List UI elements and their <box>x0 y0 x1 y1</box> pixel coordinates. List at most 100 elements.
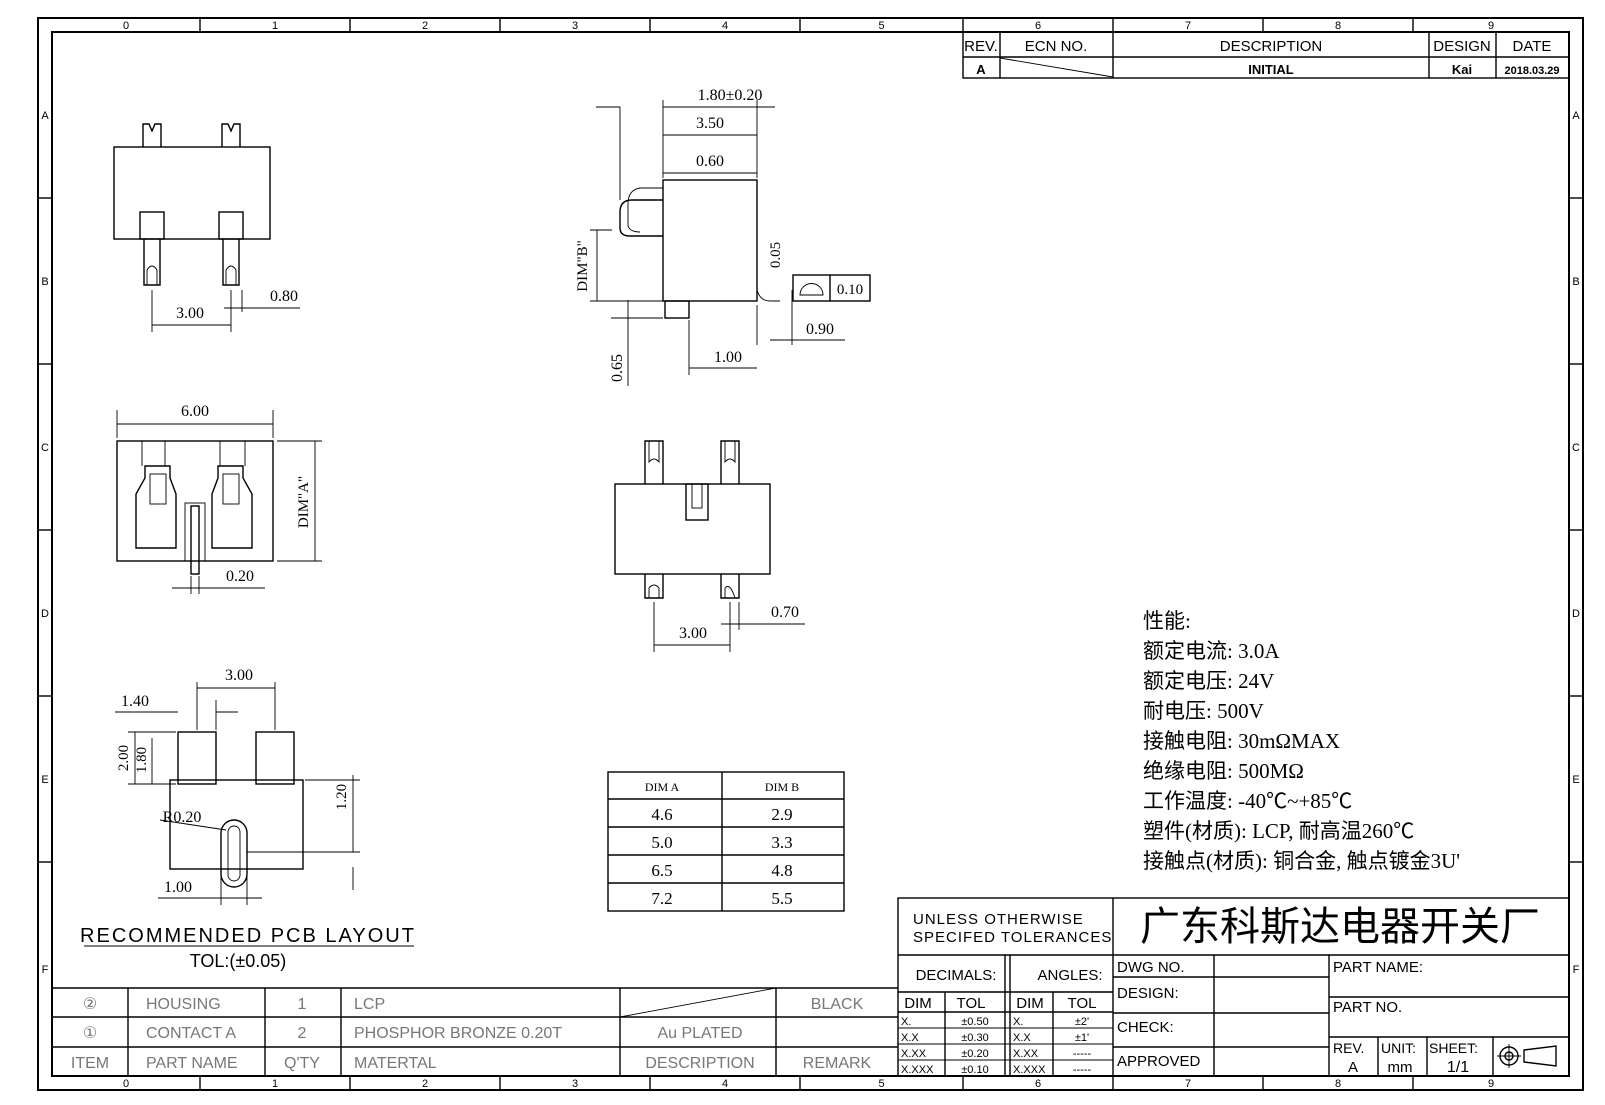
decimal-dim: X.X <box>901 1032 919 1044</box>
pcb-layout: 3.00 1.40 2.00 1.80 1.20 R0.20 1.00 RECO… <box>80 667 414 971</box>
angles-label: ANGLES: <box>1037 967 1102 984</box>
zone-col-bottom-4: 4 <box>722 1078 728 1090</box>
top-view: 3.00 0.80 <box>113 123 300 332</box>
pcb-radius-dim: R0.20 <box>163 809 202 826</box>
side-standoff-dim: 0.65 <box>609 354 626 382</box>
dim-b-value: 2.9 <box>771 805 792 824</box>
decimals-label: DECIMALS: <box>916 967 997 984</box>
dim-b-header: DIM B <box>765 780 799 794</box>
bom-item-number: ① <box>83 1025 97 1042</box>
side-inner-dim: 0.60 <box>696 153 724 170</box>
side-flat-tolerance: 0.10 <box>837 282 863 298</box>
zone-row-left-F: F <box>42 964 49 976</box>
designer-value: Kai <box>1452 62 1472 77</box>
projection-symbol-icon <box>1497 1044 1557 1068</box>
spec-line: 性能: <box>1143 609 1191 633</box>
title-block: UNLESS OTHERWISE SPECIFED TOLERANCES 广东科… <box>897 897 1570 1077</box>
pcb-pitch-dim: 3.00 <box>225 667 253 684</box>
zone-row-right-B: B <box>1572 276 1579 288</box>
angle-dim: X.XX <box>1013 1048 1039 1060</box>
zone-row-left-E: E <box>41 774 48 786</box>
spec-line: 塑件(材质): LCP, 耐高温260℃ <box>1143 819 1414 843</box>
rev-value-block: A <box>1348 1059 1358 1076</box>
decimal-tol: ±0.50 <box>961 1016 988 1028</box>
bom-description: Au PLATED <box>657 1025 742 1042</box>
design-header: DESIGN <box>1433 38 1491 55</box>
zone-row-left-C: C <box>41 442 49 454</box>
decimal-tol: ±0.30 <box>961 1032 988 1044</box>
zone-row-left-B: B <box>41 276 48 288</box>
top-view-pitch: 3.00 <box>176 305 204 322</box>
pcb-pad-dim: 1.40 <box>121 693 149 710</box>
bottom-view: 6.00 DIM"A" 0.20 <box>116 403 322 594</box>
spec-line: 耐电压: 500V <box>1143 699 1264 723</box>
decimal-tol: ±0.10 <box>961 1064 988 1076</box>
angle-dim: X. <box>1013 1016 1023 1028</box>
dim-a-value: 5.0 <box>651 833 672 852</box>
unit-value: mm <box>1388 1059 1413 1076</box>
side-dim-b: DIM"B" <box>575 240 591 291</box>
angle-dim: X.X <box>1013 1032 1031 1044</box>
side-body-dim: 3.50 <box>696 115 724 132</box>
dim-a-value: 7.2 <box>651 889 672 908</box>
zone-col-top-7: 7 <box>1185 20 1191 32</box>
zone-row-left-A: A <box>41 110 49 122</box>
dec-dim-header: DIM <box>904 995 932 1012</box>
company-name: 广东科斯达电器开关厂 <box>1140 905 1540 949</box>
zone-col-top-4: 4 <box>722 20 728 32</box>
spec-line: 接触点(材质): 铜合金, 触点镀金3U' <box>1143 849 1460 873</box>
zone-col-top-1: 1 <box>272 20 278 32</box>
spec-line: 接触电阻: 30mΩMAX <box>1143 729 1340 753</box>
bottom-dim-a: DIM"A" <box>296 476 312 528</box>
zone-col-bottom-1: 1 <box>272 1078 278 1090</box>
zone-col-bottom-9: 9 <box>1488 1078 1494 1090</box>
zone-col-top-3: 3 <box>572 20 578 32</box>
zone-col-bottom-5: 5 <box>878 1078 884 1090</box>
bom-description-header: DESCRIPTION <box>645 1055 754 1072</box>
spec-line: 工作温度: -40℃~+85℃ <box>1143 789 1352 813</box>
dim-a-value: 6.5 <box>651 861 672 880</box>
bom-qty-header: Q'TY <box>284 1055 320 1072</box>
side-total-dim: 1.80±0.20 <box>698 87 763 104</box>
zone-col-top-2: 2 <box>422 20 428 32</box>
zone-col-bottom-2: 2 <box>422 1078 428 1090</box>
zone-col-bottom-3: 3 <box>572 1078 578 1090</box>
part-no-label: PART NO. <box>1333 999 1402 1016</box>
pcb-height-dim: 2.00 <box>116 745 132 771</box>
sheet-value: 1/1 <box>1447 1059 1469 1076</box>
revision-table: REV. ECN NO. DESCRIPTION DESIGN DATE A I… <box>962 31 1570 79</box>
rev-header: REV. <box>964 38 998 55</box>
bom-part-name: HOUSING <box>146 996 221 1013</box>
angle-tol: ±2' <box>1075 1016 1089 1028</box>
front-view: 3.00 0.70 <box>614 440 805 652</box>
ang-tol-header: TOL <box>1068 995 1097 1012</box>
bom-part-name: CONTACT A <box>146 1025 236 1042</box>
zone-col-top-5: 5 <box>878 20 884 32</box>
spec-line: 额定电压: 24V <box>1143 669 1274 693</box>
zone-col-bottom-8: 8 <box>1335 1078 1341 1090</box>
decimal-dim: X.XXX <box>901 1064 934 1076</box>
spec-line: 额定电流: 3.0A <box>1143 639 1280 663</box>
tolerance-title-line2: SPECIFED TOLERANCES <box>913 929 1112 946</box>
bottom-tab-dim: 0.20 <box>226 568 254 585</box>
dim-b-value: 4.8 <box>771 861 792 880</box>
ecn-header: ECN NO. <box>1025 38 1088 55</box>
dim-a-header: DIM A <box>645 780 680 794</box>
zone-row-right-F: F <box>1573 964 1580 976</box>
side-view: 1.80±0.20 3.50 0.60 DIM"B" 0.05 0.10 0.9… <box>575 87 871 386</box>
zone-col-top-0: 0 <box>123 20 129 32</box>
bom-item-number: ② <box>83 996 97 1013</box>
angle-tol: ----- <box>1073 1048 1092 1060</box>
bottom-width-dim: 6.00 <box>181 403 209 420</box>
approved-label: APPROVED <box>1117 1053 1201 1070</box>
bom-remark: BLACK <box>811 996 864 1013</box>
zone-col-bottom-0: 0 <box>123 1078 129 1090</box>
top-view-pin-width: 0.80 <box>270 288 298 305</box>
zone-col-top-6: 6 <box>1035 20 1041 32</box>
dim-b-value: 5.5 <box>771 889 792 908</box>
zone-col-bottom-7: 7 <box>1185 1078 1191 1090</box>
